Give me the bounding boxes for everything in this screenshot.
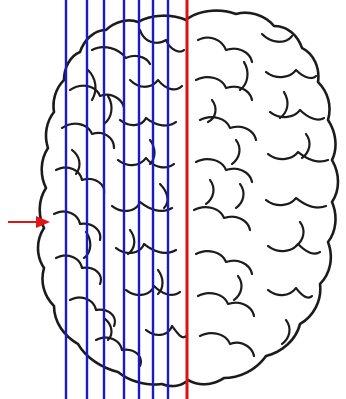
left-hemisphere-outline (38, 16, 188, 386)
left-hemisphere-gyri (54, 30, 186, 366)
right-hemisphere-gyri (194, 34, 328, 356)
slice-lines (66, 0, 168, 399)
right-hemisphere-outline (186, 11, 338, 385)
